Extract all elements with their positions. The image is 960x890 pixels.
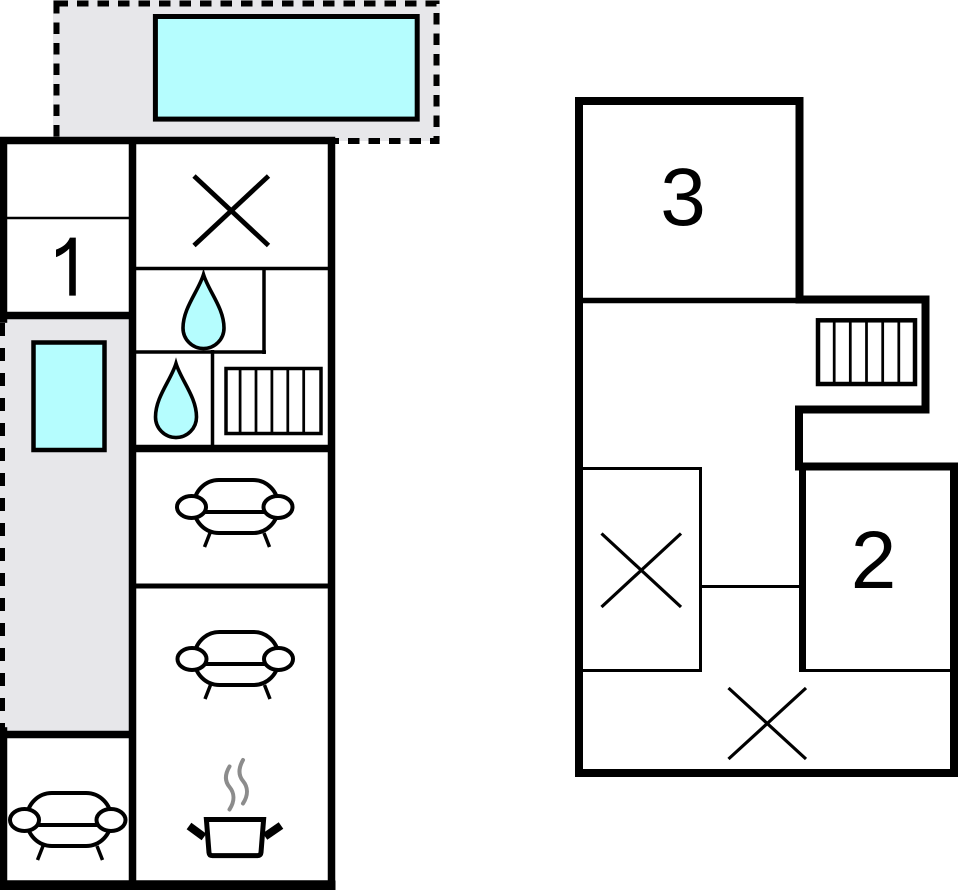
- svg-text:3: 3: [660, 152, 706, 243]
- svg-text:2: 2: [851, 515, 897, 606]
